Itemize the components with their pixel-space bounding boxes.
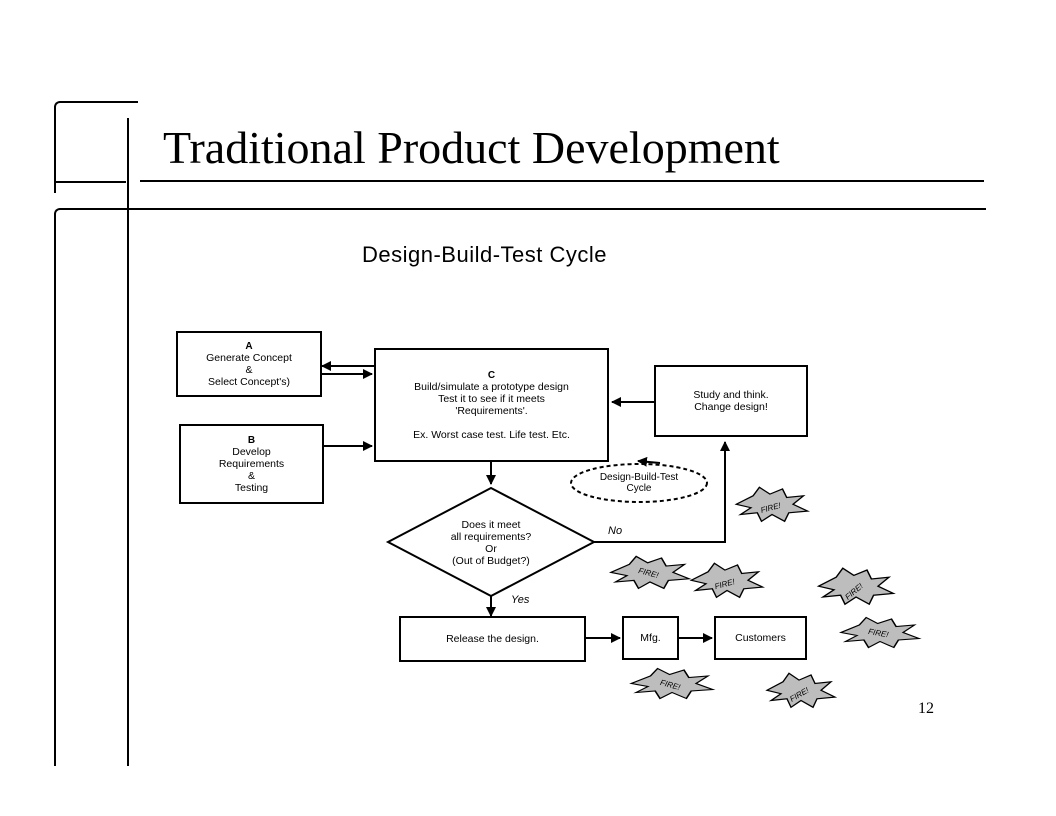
frame-top-left-bracket — [54, 101, 138, 193]
frame-lower-bracket — [54, 208, 986, 766]
box-text-line: Requirements — [218, 457, 285, 470]
box-letter: A — [245, 340, 253, 352]
box-text-line: Develop — [232, 445, 271, 458]
yes-label: Yes — [511, 594, 530, 606]
cycle-label-line: Cycle — [626, 483, 652, 494]
diagram-subtitle: Design-Build-Test Cycle — [362, 242, 608, 267]
box-text-line: Mfg. — [640, 632, 661, 644]
box-text-line: & — [247, 469, 255, 482]
frame-bracket-bottom — [56, 181, 126, 183]
box-letter: C — [487, 369, 496, 381]
box-text-line: Customers — [735, 632, 786, 644]
box-text-line: Build/simulate a prototype design — [414, 380, 569, 393]
cycle-arrow — [637, 456, 661, 467]
box-text-line: Select Concept's) — [208, 375, 290, 388]
box-text-line: Change design! — [694, 401, 768, 413]
box-example-line: Ex. Worst case test. Life test. Etc. — [413, 428, 570, 441]
title-underline — [140, 180, 984, 182]
page-number: 12 — [918, 700, 934, 717]
no-label: No — [608, 525, 623, 537]
box-text-line: & — [245, 363, 253, 376]
decision-diamond — [385, 486, 597, 598]
decision-text: Does it meet all requirements? Or (Out o… — [418, 519, 564, 567]
frame-vertical-bar — [127, 118, 129, 766]
fire-label: FIRE! — [867, 627, 889, 640]
box-text-line: 'Requirements'. — [455, 404, 528, 417]
cycle-label-line: Design-Build-Test — [599, 472, 679, 483]
decision-line: Does it meet — [461, 519, 521, 531]
page-title: Traditional Product Development — [163, 122, 780, 173]
box-build-prototype: C Build/simulate a prototype design Test… — [374, 348, 609, 462]
decision-line: (Out of Budget?) — [452, 555, 530, 567]
box-text-line: Release the design. — [446, 633, 539, 645]
box-customers: Customers — [714, 616, 807, 660]
box-text-line: Test it to see if it meets — [438, 392, 545, 405]
box-develop-requirements: B Develop Requirements & Testing — [179, 424, 324, 504]
box-text-line: Study and think. — [693, 389, 769, 401]
cycle-label: Design-Build-Test Cycle — [585, 472, 693, 494]
box-generate-concept: A Generate Concept & Select Concept's) — [176, 331, 322, 397]
decision-line: Or — [485, 543, 497, 555]
box-study-think: Study and think. Change design! — [654, 365, 808, 437]
arrow-no-to-study — [594, 441, 730, 543]
box-text-line: Testing — [234, 481, 269, 494]
cycle-dashed-ellipse — [570, 463, 708, 503]
box-release-design: Release the design. — [399, 616, 586, 662]
box-text-line: Generate Concept — [206, 351, 292, 364]
box-mfg: Mfg. — [622, 616, 679, 660]
decision-line: all requirements? — [450, 531, 532, 543]
box-letter: B — [247, 434, 256, 446]
